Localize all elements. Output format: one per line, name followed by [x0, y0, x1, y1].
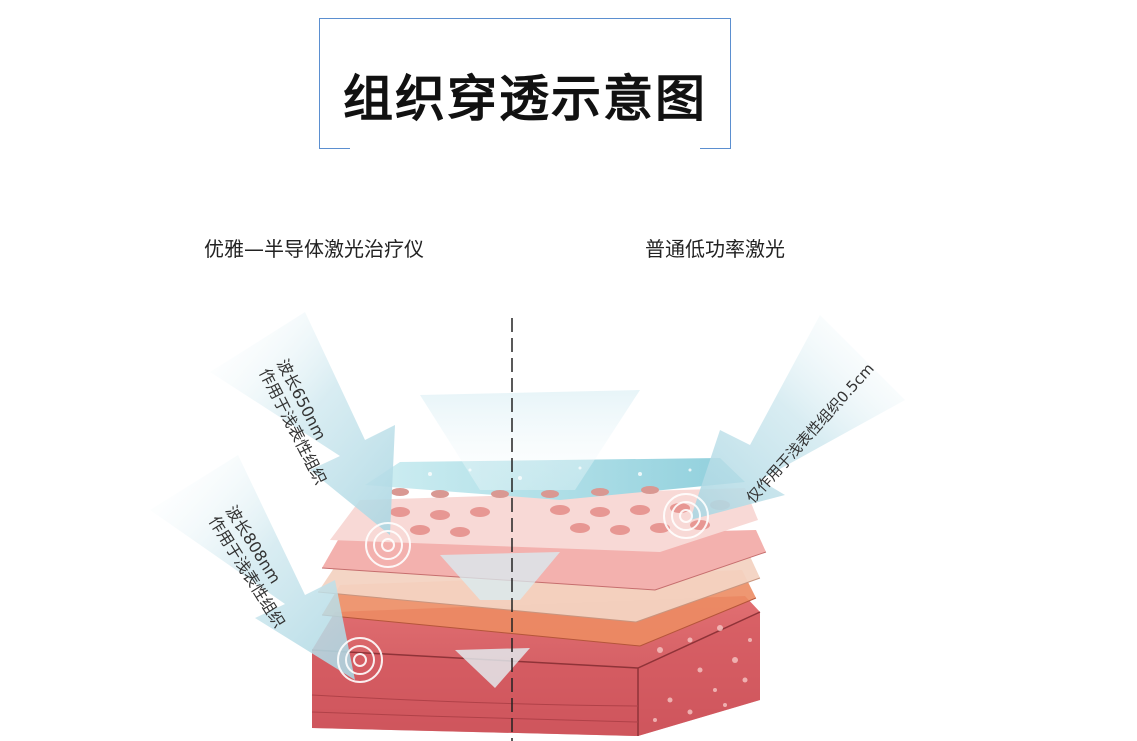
arrow-right-laser — [690, 315, 905, 520]
title-frame: 组织穿透示意图 — [319, 18, 731, 149]
page-title: 组织穿透示意图 — [343, 70, 707, 128]
arrow-650nm — [210, 312, 395, 535]
light-beam-mid — [440, 552, 560, 600]
left-device-label: 优雅—半导体激光治疗仪 — [204, 237, 424, 261]
impact-rings — [337, 493, 709, 683]
arrow-808nm — [150, 455, 355, 680]
light-beam-top — [420, 390, 640, 490]
right-device-label: 普通低功率激光 — [645, 237, 785, 261]
cellular-layer — [330, 488, 758, 552]
